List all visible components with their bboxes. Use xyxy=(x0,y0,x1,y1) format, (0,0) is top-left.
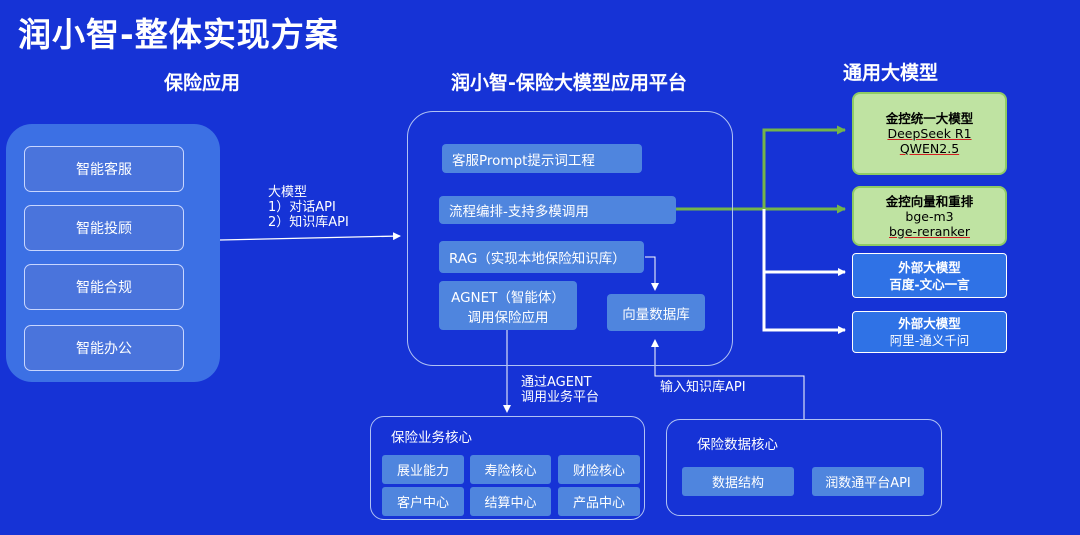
agent-call-label: 通过AGENT 调用业务平台 xyxy=(521,375,599,405)
biz-item-life-core[interactable]: 寿险核心 xyxy=(470,455,551,484)
api-label-line3: 2）知识库API xyxy=(268,215,349,230)
biz-core-panel: 保险业务核心 展业能力 寿险核心 财险核心 客户中心 结算中心 产品中心 xyxy=(370,416,645,520)
baidu-model-box[interactable]: 外部大模型 百度-文心一言 xyxy=(852,253,1007,298)
biz-item-pc-core[interactable]: 财险核心 xyxy=(558,455,640,484)
unified-model-box[interactable]: 金控统一大模型 DeepSeek R1 QWEN2.5 xyxy=(852,92,1007,175)
page-title: 润小智-整体实现方案 xyxy=(18,15,339,54)
arrow-to-unified-model xyxy=(762,125,846,209)
app-smart-advisor[interactable]: 智能投顾 xyxy=(24,205,184,251)
left-section-title: 保险应用 xyxy=(164,72,241,94)
vector-rerank-box[interactable]: 金控向量和重排 bge-m3 bge-reranker xyxy=(852,186,1007,246)
data-core-title: 保险数据核心 xyxy=(697,437,778,453)
data-structure-button[interactable]: 数据结构 xyxy=(682,467,794,496)
agent-box[interactable]: AGNET（智能体） 调用保险应用 xyxy=(439,281,577,330)
kb-api-label: 输入知识库API xyxy=(660,380,746,395)
datacore-to-vectordb-arrow xyxy=(651,339,805,419)
rag-box[interactable]: RAG（实现本地保险知识库） xyxy=(439,241,644,273)
agent-call-line1: 通过AGENT xyxy=(521,375,592,390)
unified-model-line2: QWEN2.5 xyxy=(899,141,960,156)
biz-core-title: 保险业务核心 xyxy=(391,430,472,446)
arrow-white-trunk xyxy=(762,209,846,334)
biz-item-sales[interactable]: 展业能力 xyxy=(382,455,464,484)
agent-box-line1: AGNET（智能体） xyxy=(451,289,565,306)
ali-model-head: 外部大模型 xyxy=(898,316,961,331)
agent-call-line2: 调用业务平台 xyxy=(521,390,600,405)
app-smart-office[interactable]: 智能办公 xyxy=(24,325,184,371)
biz-item-settlement[interactable]: 结算中心 xyxy=(470,487,551,516)
vector-rerank-line2: bge-reranker xyxy=(889,223,970,239)
app-smart-compliance[interactable]: 智能合规 xyxy=(24,264,184,310)
ali-model-box[interactable]: 外部大模型 阿里-通义千问 xyxy=(852,311,1007,353)
runshutong-api-button[interactable]: 润数通平台API xyxy=(812,467,924,496)
flow-orchestration-box[interactable]: 流程编排-支持多模调用 xyxy=(439,196,676,224)
api-label-line1: 大模型 xyxy=(268,185,308,200)
insurance-apps-panel: 智能客服 智能投顾 智能合规 智能办公 xyxy=(6,124,220,382)
center-section-title: 润小智-保险大模型应用平台 xyxy=(451,72,687,94)
api-label-line2: 1）对话API xyxy=(268,200,336,215)
right-section-title: 通用大模型 xyxy=(843,62,939,84)
vector-rerank-line1: bge-m3 xyxy=(905,208,954,224)
prompt-engineering-box[interactable]: 客服Prompt提示词工程 xyxy=(442,144,642,173)
platform-panel xyxy=(407,111,733,366)
api-arrow xyxy=(219,232,401,241)
api-label: 大模型 1）对话API 2）知识库API xyxy=(268,185,349,230)
baidu-model-line1: 百度-文心一言 xyxy=(889,276,970,292)
rag-to-vectordb-arrow xyxy=(645,256,659,291)
biz-item-customer[interactable]: 客户中心 xyxy=(382,487,464,516)
biz-item-product[interactable]: 产品中心 xyxy=(558,487,640,516)
agent-box-line2: 调用保险应用 xyxy=(467,309,549,326)
app-smart-service[interactable]: 智能客服 xyxy=(24,146,184,192)
vector-rerank-head: 金控向量和重排 xyxy=(885,193,974,209)
vector-db-box[interactable]: 向量数据库 xyxy=(607,294,705,331)
unified-model-line1: DeepSeek R1 xyxy=(887,126,972,141)
unified-model-head: 金控统一大模型 xyxy=(885,111,974,126)
baidu-model-head: 外部大模型 xyxy=(898,259,961,275)
ali-model-line1: 阿里-通义千问 xyxy=(889,333,970,348)
data-core-panel: 保险数据核心 数据结构 润数通平台API xyxy=(666,419,942,516)
